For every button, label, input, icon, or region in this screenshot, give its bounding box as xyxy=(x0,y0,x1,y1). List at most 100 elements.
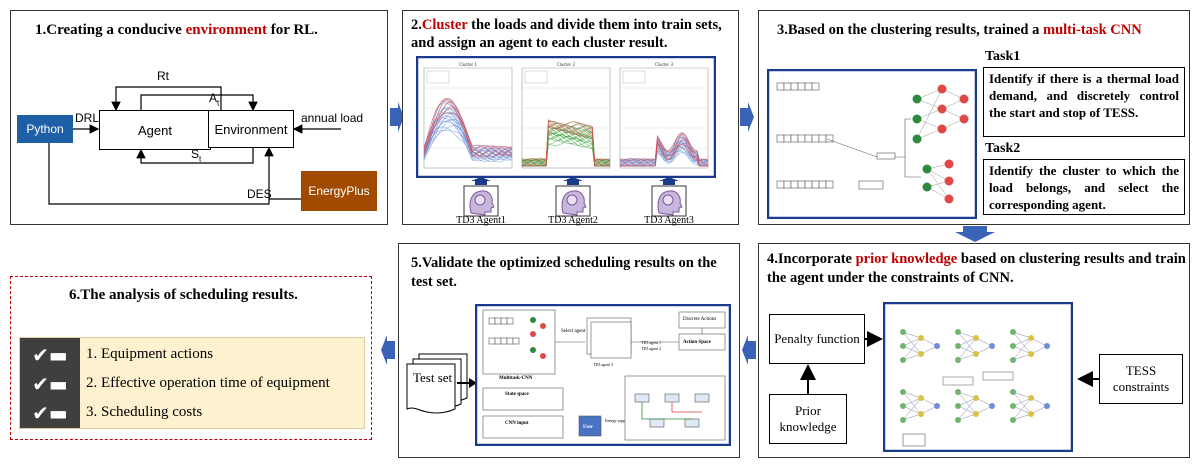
td3-edge xyxy=(957,337,977,347)
td3-edge xyxy=(1012,331,1032,339)
td3-network-diagram xyxy=(883,302,1073,452)
td3-edge xyxy=(1012,331,1032,355)
td3-node xyxy=(900,389,906,395)
environment-box: Environment xyxy=(208,110,294,148)
td3-agent-3: TD3 Agent3 xyxy=(639,177,699,226)
plot-frame xyxy=(521,67,611,169)
cnn-block xyxy=(818,134,827,143)
step1-title: 1.Creating a conducive environment for R… xyxy=(35,22,318,38)
td3-block xyxy=(942,376,974,386)
td3-node xyxy=(1028,411,1034,417)
select-agent-label: Select agent xyxy=(561,329,586,334)
td3-block xyxy=(982,371,1014,381)
td3-edge xyxy=(902,391,922,415)
val-block xyxy=(488,337,496,345)
tess-constraints-box: TESS constraints xyxy=(1099,354,1183,404)
td3-edge xyxy=(957,331,977,339)
td3-node xyxy=(934,403,940,409)
cnn-block xyxy=(783,134,792,143)
td3-edge xyxy=(902,413,922,421)
check-icon: ✔▬ xyxy=(32,400,68,425)
flow-arrow-5-6 xyxy=(381,335,395,365)
td3-node xyxy=(955,417,961,423)
panel-step6: 6.The analysis of scheduling results. ✔▬… xyxy=(10,276,372,440)
td3-edge xyxy=(957,337,977,361)
cnn-node xyxy=(937,104,947,114)
flow-arrow-1-2 xyxy=(390,102,404,132)
td3-node xyxy=(918,411,924,417)
cnn-node xyxy=(944,194,954,204)
cluster-curve xyxy=(521,121,611,167)
energy-device xyxy=(694,393,710,403)
prior-knowledge-box: Prior knowledge xyxy=(769,394,847,444)
td3-edge xyxy=(957,345,977,355)
td3-edge xyxy=(957,353,977,361)
cnn-block xyxy=(790,82,799,91)
agent-connector-arrow xyxy=(563,177,583,185)
st-label: St xyxy=(191,147,202,164)
cluster-curve xyxy=(423,100,513,156)
val-node xyxy=(530,347,536,353)
val-block xyxy=(500,337,508,345)
td3-edge xyxy=(1012,397,1032,407)
td3-edge xyxy=(902,391,922,399)
td3-node xyxy=(1044,403,1050,409)
energy-line xyxy=(641,402,692,420)
td3-node xyxy=(989,343,995,349)
td3-edge xyxy=(1012,397,1032,421)
plot-title: Cluster 3 xyxy=(655,62,673,67)
cnn-node xyxy=(959,114,969,124)
td3-edge xyxy=(1012,345,1032,355)
agent-box: Agent xyxy=(99,110,211,150)
cnn-edge xyxy=(904,157,921,178)
cnn-diagram xyxy=(767,69,977,219)
python-box: Python xyxy=(17,115,73,143)
td3-edge xyxy=(957,405,977,415)
cluster-curve xyxy=(423,97,513,156)
plot-legend xyxy=(622,70,646,84)
val-block xyxy=(494,337,502,345)
step4-title: 4.Incorporate prior knowledge based on c… xyxy=(767,251,1186,286)
td3-edge xyxy=(1012,353,1032,361)
td3-edge xyxy=(1012,405,1032,415)
cnn-node xyxy=(922,164,932,174)
val-node xyxy=(540,353,546,359)
cluster-curve xyxy=(423,101,513,157)
val-node xyxy=(540,323,546,329)
cnn-block xyxy=(811,180,820,189)
cnn-edge xyxy=(826,138,878,158)
energy-device xyxy=(649,418,665,428)
td3-node xyxy=(900,357,906,363)
td3-node xyxy=(900,403,906,409)
cnn-input-box xyxy=(482,415,564,439)
panel-step5: 5.Validate the optimized scheduling resu… xyxy=(398,243,740,458)
task2-box: Identify the cluster to which the load b… xyxy=(983,159,1185,215)
cnn-block xyxy=(797,134,806,143)
cnn-node xyxy=(912,134,922,144)
step6-title: 6.The analysis of scheduling results. xyxy=(69,287,298,303)
td3-agent-label: TD3 agent 3 xyxy=(593,362,613,367)
td3-node xyxy=(955,357,961,363)
cnn-node xyxy=(944,176,954,186)
td3-node xyxy=(1028,335,1034,341)
cnn-node xyxy=(944,159,954,169)
agent-label: TD3 Agent1 xyxy=(456,215,506,226)
cluster-curve xyxy=(423,98,513,157)
td3-edge xyxy=(957,397,977,407)
energy-device xyxy=(634,393,650,403)
val-node xyxy=(530,317,536,323)
td3-edge xyxy=(1012,337,1032,361)
cnn-edge xyxy=(895,118,911,158)
energy-supply-label: Energy supply xyxy=(605,418,628,423)
cnn-edge xyxy=(916,88,943,140)
td3-node xyxy=(1010,403,1016,409)
cnn-block xyxy=(804,134,813,143)
cnn-block xyxy=(804,82,813,91)
td3-node xyxy=(918,335,924,341)
td3-node xyxy=(900,329,906,335)
result-item: ✔▬ 2. Effective operation time of equipm… xyxy=(20,371,330,396)
flow-arrow-2-3 xyxy=(740,102,754,132)
td3-node xyxy=(973,395,979,401)
